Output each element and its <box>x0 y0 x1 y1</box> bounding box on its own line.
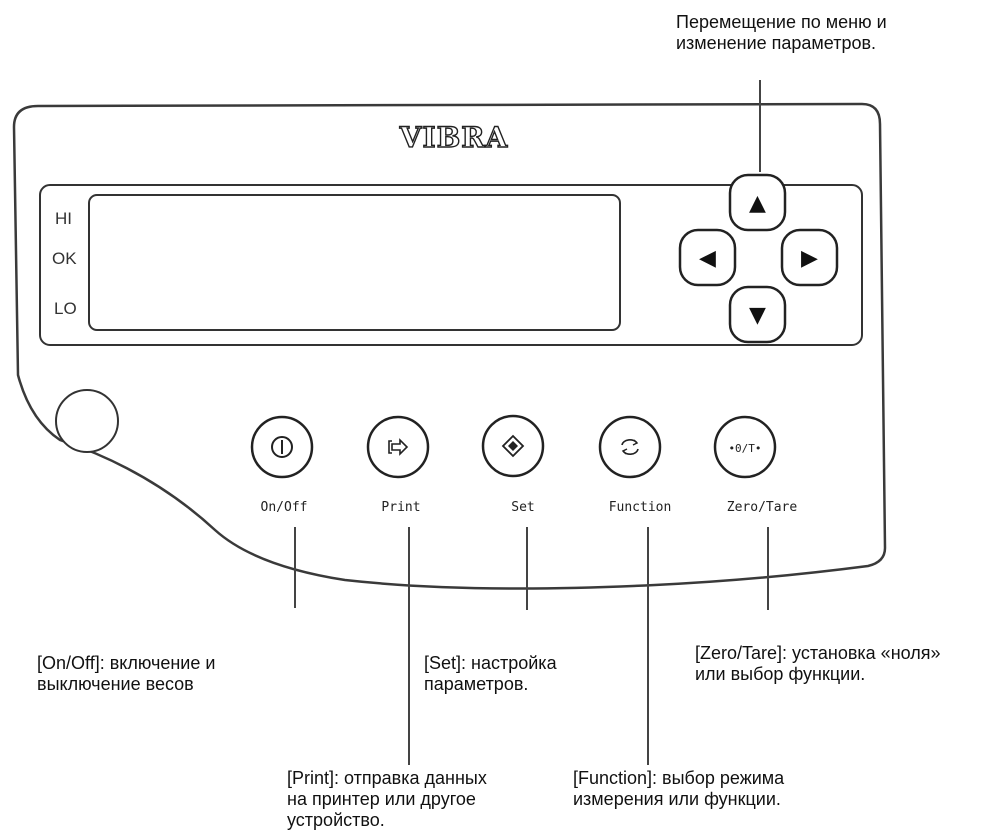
right-arrow-icon: ▶ <box>801 246 818 271</box>
up-arrow-icon: ▲ <box>749 191 766 216</box>
diamond-icon <box>501 434 525 458</box>
callout-line: устройство. <box>287 810 385 830</box>
callout-line: [Set]: настройка <box>424 653 557 673</box>
set-label: Set <box>511 500 534 515</box>
on-off-callout: [On/Off]: включение и выключение весов <box>37 653 215 695</box>
arrow-keys-callout: Перемещение по меню и изменение параметр… <box>676 12 887 54</box>
callout-line: или выбор функции. <box>695 664 866 684</box>
cycle-icon <box>621 439 639 455</box>
on-off-button[interactable] <box>250 415 314 479</box>
lcd-screen <box>88 194 621 331</box>
callout-line: Перемещение по меню и <box>676 12 887 32</box>
up-arrow-key[interactable]: ▲ <box>728 173 787 232</box>
callout-line: [Function]: выбор режима <box>573 768 785 788</box>
down-arrow-icon: ▼ <box>749 303 766 328</box>
function-callout: [Function]: выбор режима измерения или ф… <box>573 768 784 810</box>
callout-line: на принтер или другое <box>287 789 476 809</box>
power-icon <box>271 436 293 458</box>
ok-indicator: OK <box>52 249 77 268</box>
callout-line: [Zero/Tare]: установка «ноля» <box>695 643 941 663</box>
brand-logo: VIBRA <box>399 121 509 154</box>
zero-tare-button[interactable]: •0/T• <box>713 415 777 479</box>
level-bubble <box>55 389 119 453</box>
callout-line: измерения или функции. <box>573 789 781 809</box>
function-button[interactable] <box>598 415 662 479</box>
left-arrow-key[interactable]: ◀ <box>678 228 737 287</box>
print-arrow-icon <box>388 438 409 456</box>
print-label: Print <box>381 500 420 515</box>
print-button[interactable] <box>366 415 430 479</box>
on-off-label: On/Off <box>261 500 308 515</box>
set-button[interactable] <box>481 414 545 478</box>
print-callout: [Print]: отправка данных на принтер или … <box>287 768 487 831</box>
callout-line: параметров. <box>424 674 529 694</box>
zero-tare-label: Zero/Tare <box>727 500 798 515</box>
zero-tare-icon: •0/T• <box>728 442 761 455</box>
lo-indicator: LO <box>54 299 77 318</box>
right-arrow-key[interactable]: ▶ <box>780 228 839 287</box>
callout-line: изменение параметров. <box>676 33 877 53</box>
left-arrow-icon: ◀ <box>699 246 716 271</box>
hi-indicator: HI <box>55 209 72 228</box>
callout-line: выключение весов <box>37 674 194 694</box>
zero-tare-callout: [Zero/Tare]: установка «ноля» или выбор … <box>695 643 941 685</box>
down-arrow-key[interactable]: ▼ <box>728 285 787 344</box>
set-callout: [Set]: настройка параметров. <box>424 653 557 695</box>
callout-line: [Print]: отправка данных <box>287 768 487 788</box>
callout-line: [On/Off]: включение и <box>37 653 216 673</box>
function-label: Function <box>609 500 672 515</box>
